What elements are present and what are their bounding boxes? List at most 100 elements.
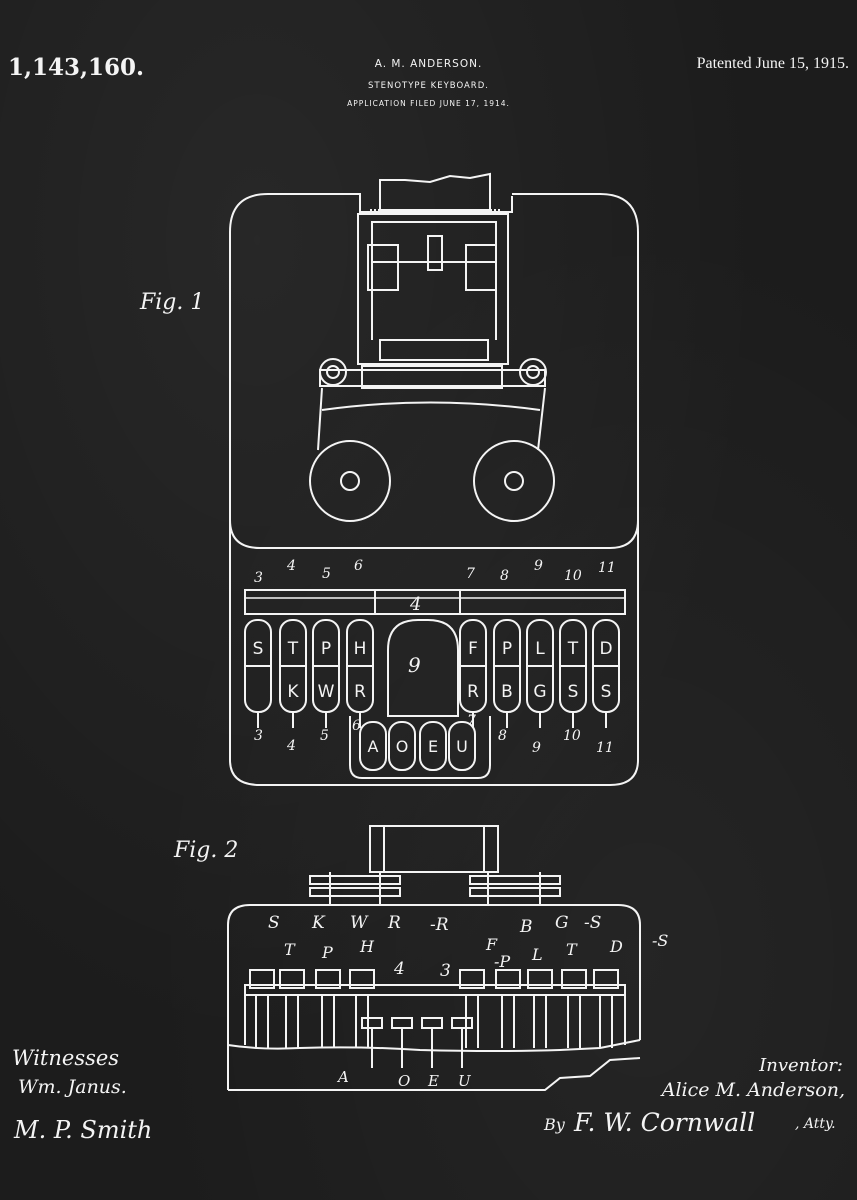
fig2-vowel-key — [391, 1017, 413, 1029]
fig1-key-bottom-letter: S — [601, 682, 612, 702]
fig2-vowel-key — [421, 1017, 443, 1029]
witness-signature-2: M. P. Smith — [14, 1116, 153, 1144]
fig1-key-top-letter: S — [253, 639, 264, 659]
fig2-key-head — [527, 969, 553, 989]
by-label: By — [544, 1115, 565, 1134]
fig2-top-letter: R — [387, 913, 401, 933]
fig1-key-top-letter: L — [535, 639, 545, 659]
fig2-key-head — [561, 969, 587, 989]
fig1-top-number: 3 — [254, 570, 263, 586]
fig1-key-bottom-letter: W — [318, 682, 335, 702]
fig1-bottom-number: 10 — [563, 728, 581, 744]
fig1-vowel-key — [359, 721, 387, 771]
inventor-signature: Alice M. Anderson, — [661, 1079, 845, 1101]
patent-title: STENOTYPE KEYBOARD. — [368, 81, 489, 91]
fig2-mid-letter: -S — [652, 931, 668, 950]
fig1-vowel-key — [388, 721, 416, 771]
fig2-mid-letter: P — [321, 943, 333, 962]
fig1-key-top-letter: T — [287, 639, 299, 659]
witness-signature-1: Wm. Janus. — [18, 1076, 127, 1098]
fig2-key-head — [459, 969, 485, 989]
fig2-mid-letter: -P — [494, 952, 510, 971]
fig1-center-key — [387, 619, 459, 717]
attorney-signature: F. W. Cornwall — [574, 1108, 756, 1137]
fig1-body — [229, 172, 639, 786]
fig2-vowel: O — [398, 1072, 410, 1090]
fig1-top-number: 8 — [500, 568, 509, 584]
fig1-top-number: 9 — [534, 558, 543, 574]
fig2-vowel: A — [336, 1068, 349, 1086]
fig2-top-letter: -S — [584, 913, 601, 933]
fig1-top-number: 10 — [564, 568, 582, 584]
fig1-bar-number: 4 — [409, 594, 421, 615]
fig2-vowel-key — [451, 1017, 473, 1029]
patented-date: Patented June 15, 1915. — [696, 55, 849, 72]
witnesses-label: Witnesses — [12, 1046, 120, 1070]
inventor-label: Inventor: — [759, 1055, 843, 1076]
fig2-top-letter: W — [350, 913, 369, 933]
fig1-bottom-number: 8 — [498, 728, 507, 744]
fig2-key-stems — [249, 969, 619, 1068]
fig2-top-letter: S — [268, 913, 280, 933]
fig1-vowel-letter: E — [428, 737, 438, 756]
filing-date: APPLICATION FILED JUNE 17, 1914. — [347, 99, 510, 108]
fig2-key-head — [349, 969, 375, 989]
figure-1-label: Fig. 1 — [140, 290, 205, 315]
fig1-key-top-letter: T — [567, 639, 579, 659]
fig2-mid-letter: L — [531, 945, 543, 964]
fig1-key-top-letter: F — [468, 639, 478, 659]
patent-number: 1,143,160. — [8, 54, 145, 81]
fig2-mid-letter: T — [284, 940, 296, 959]
fig2-key-head — [249, 969, 275, 989]
fig1-vowel-letter: A — [368, 737, 379, 756]
fig1-vowel-letter: O — [396, 737, 409, 756]
fig1-key-bottom-letter: K — [287, 682, 299, 702]
attorney-suffix: , Atty. — [795, 1116, 836, 1132]
fig1-vowel-key — [419, 721, 447, 771]
fig1-center-number: 9 — [408, 653, 421, 677]
fig1-key-bottom-letter: S — [568, 682, 579, 702]
fig2-mid-letter: D — [609, 937, 623, 956]
fig2-top-letter: -R — [430, 915, 449, 935]
inventor-heading: A. M. ANDERSON. — [374, 58, 483, 70]
fig1-top-number: 5 — [322, 566, 331, 582]
fig1-bottom-number: 7 — [467, 713, 476, 729]
fig2-key-head — [279, 969, 305, 989]
fig1-top-number: 4 — [286, 558, 296, 574]
figure-2-label: Fig. 2 — [174, 838, 239, 863]
fig1-bottom-number: 3 — [254, 728, 263, 744]
fig1-key-top-letter: P — [321, 639, 331, 659]
fig2-top-letter: B — [519, 917, 533, 937]
fig2-vowel-key — [361, 1017, 383, 1029]
fig1-top-number: 6 — [354, 558, 363, 574]
fig1-top-number: 11 — [598, 560, 616, 576]
fig1-bottom-number: 5 — [320, 728, 329, 744]
fig1-vowel-key — [448, 721, 476, 771]
fig2-key-head — [315, 969, 341, 989]
fig1-bottom-number: 4 — [286, 738, 296, 754]
fig1-key-top-letter: P — [502, 639, 512, 659]
fig1-key-bottom-letter: B — [501, 682, 513, 702]
fig2-key-head — [495, 969, 521, 989]
fig1-key-top-letter: D — [599, 639, 612, 659]
fig1-key-bottom-letter: R — [354, 682, 366, 702]
fig2-vowel: E — [427, 1072, 439, 1090]
fig2-mid-letter: F — [485, 935, 498, 954]
fig2-key-head — [593, 969, 619, 989]
fig1-bottom-number: 11 — [596, 740, 614, 756]
fig2-top-letter: K — [311, 913, 326, 933]
fig2-mid-letter: H — [359, 937, 375, 956]
fig2-body — [227, 825, 641, 1091]
fig1-bottom-number: 9 — [532, 740, 541, 756]
fig1-top-number: 7 — [466, 566, 475, 582]
fig1-vowel-letter: U — [456, 737, 468, 756]
fig2-number: 3 — [440, 961, 451, 981]
fig1-bottom-number: 6 — [352, 718, 361, 734]
fig2-number: 4 — [393, 959, 405, 979]
fig1-vowel-frame — [349, 716, 491, 779]
fig1-key-top-letter: H — [354, 639, 367, 659]
fig2-mid-letter: T — [566, 940, 578, 959]
fig1-key-bottom-letter: R — [467, 682, 479, 702]
